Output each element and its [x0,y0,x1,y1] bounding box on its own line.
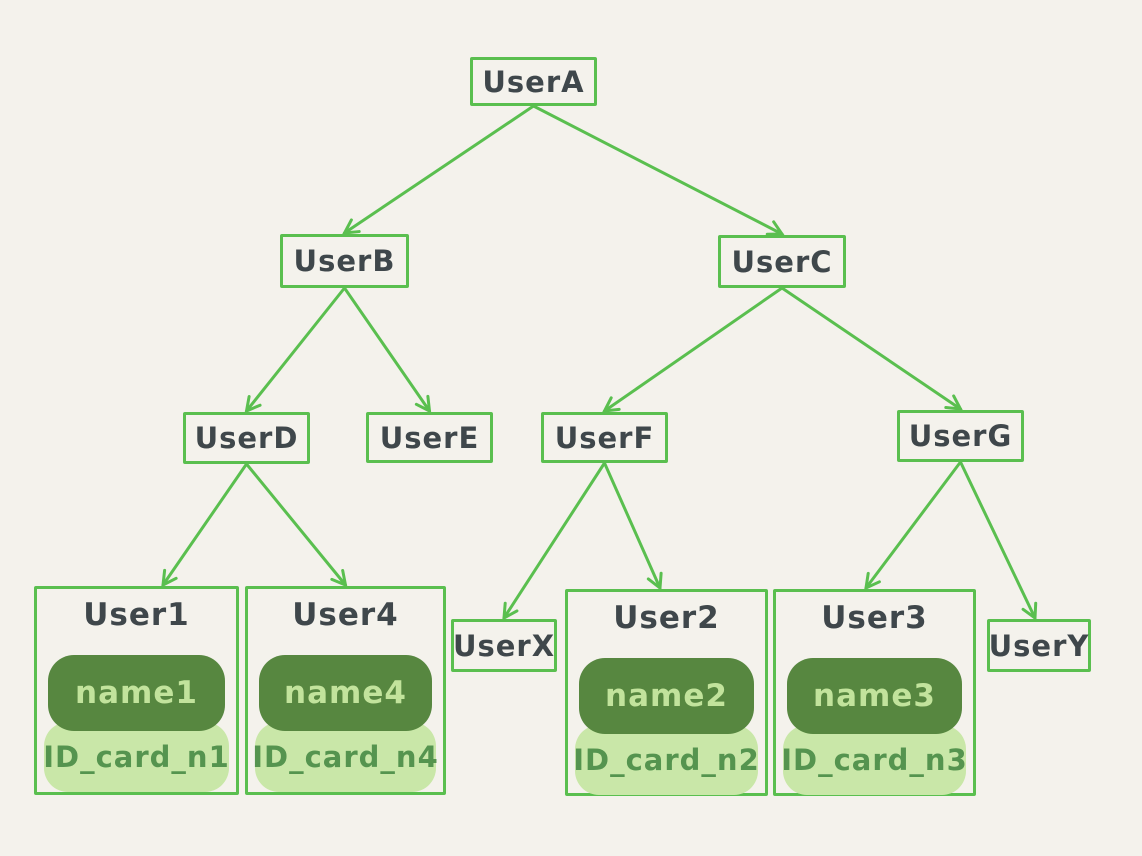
edge-userd-user4 [245,462,348,588]
node-label: UserA [482,64,585,99]
name-pill: name1 [48,655,225,731]
edge-userb-userd [244,286,346,414]
node-label: UserD [194,421,299,455]
card-title: User4 [292,597,399,633]
edge-userb-usere [343,286,432,414]
node-label: UserG [908,419,1013,453]
node-usere: UserE [366,412,493,463]
node-userg: UserG [897,410,1024,462]
name-pill: name3 [787,658,962,734]
edge-usera-userb [341,104,535,235]
node-userc: UserC [718,235,846,288]
card-title: User2 [613,600,720,636]
node-usera: UserA [470,57,597,106]
node-userb: UserB [280,234,409,288]
node-label: UserE [379,420,480,455]
edge-userc-userg [780,286,964,411]
edge-userc-userf [601,286,784,413]
node-label: UserX [452,628,556,663]
id-card-pill: ID_card_n4 [252,722,438,792]
edge-userd-user1 [161,462,248,588]
edge-userf-user2 [603,461,663,591]
node-usery: UserY [987,619,1091,672]
node-userf: UserF [541,412,668,463]
id-card-pill: ID_card_n1 [43,722,229,792]
node-userd: UserD [183,412,310,464]
card-title: User3 [821,600,928,636]
name-pill: name2 [579,658,754,734]
id-card-pill: ID_card_n2 [573,725,759,795]
node-label: UserF [554,420,655,455]
edge-userg-user3 [864,460,962,591]
node-label: UserC [731,244,833,279]
name-pill: name4 [259,655,432,731]
node-label: UserY [988,628,1090,663]
node-userx: UserX [451,619,557,672]
node-label: UserB [293,244,396,278]
card-title: User1 [83,597,190,633]
edge-usera-userc [532,104,785,236]
id-card-pill: ID_card_n3 [781,725,967,795]
